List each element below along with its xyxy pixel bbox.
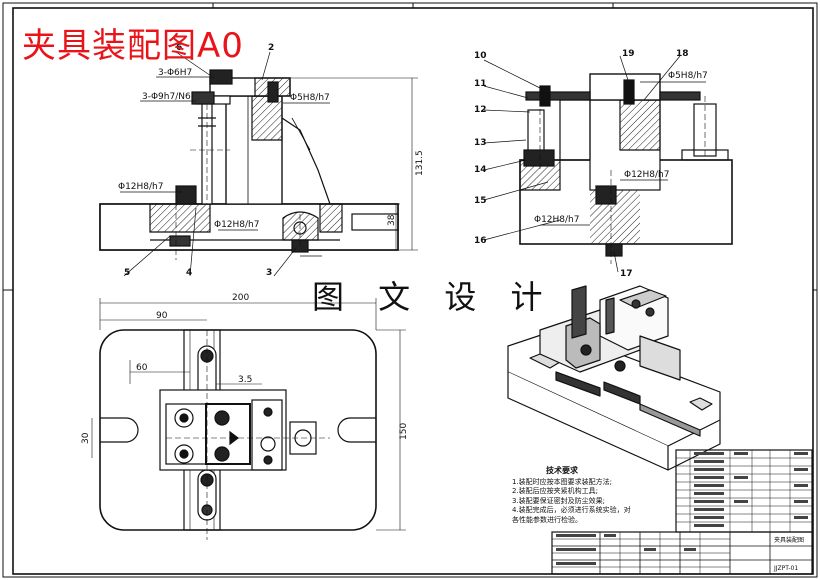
dimension-labels: 131.5 38 200 90 60 3.5 30 150 bbox=[81, 150, 425, 444]
technical-note-line: 1.装配时应按本图要求装配方法; bbox=[512, 477, 613, 486]
balloon-11: 11 bbox=[474, 79, 487, 89]
balloon-3: 3 bbox=[266, 268, 272, 278]
dim-width-90: 90 bbox=[156, 311, 168, 321]
balloon-13: 13 bbox=[474, 138, 487, 148]
isometric-view bbox=[507, 285, 721, 471]
technical-note-line: 4.装配完成后，必须进行系统实验，对 bbox=[512, 506, 631, 515]
dim-depth-30: 30 bbox=[81, 432, 91, 444]
front-view bbox=[99, 69, 418, 260]
balloon-5: 5 bbox=[124, 268, 130, 278]
balloon-18: 18 bbox=[676, 49, 689, 59]
balloon-15: 15 bbox=[474, 196, 487, 206]
balloon-12: 12 bbox=[474, 105, 487, 115]
balloon-16: 16 bbox=[474, 236, 487, 246]
dim-height-total: 131.5 bbox=[415, 150, 425, 176]
studio-watermark-text: 图 文 设 计 bbox=[312, 278, 555, 316]
dim-width-35: 3.5 bbox=[238, 375, 252, 385]
dim-width-60: 60 bbox=[136, 363, 148, 373]
dim-height-base: 38 bbox=[387, 214, 397, 226]
balloon-6: 6 bbox=[176, 43, 182, 53]
fit-label-12-c: Φ12H8/h7 bbox=[624, 170, 670, 180]
balloon-2: 2 bbox=[268, 43, 274, 53]
balloon-19: 19 bbox=[622, 49, 635, 59]
balloon-14: 14 bbox=[474, 165, 487, 175]
technical-note-line: 3.装配要保证密封及防尘效果; bbox=[512, 496, 606, 505]
side-view bbox=[519, 73, 733, 264]
part-balloons: 2 3 4 5 6 10 11 12 13 14 15 16 17 18 19 bbox=[124, 43, 689, 279]
title-block bbox=[551, 449, 813, 575]
fit-label-12-b: Φ12H8/h7 bbox=[214, 220, 260, 230]
drawing-name: 夹具装配图 bbox=[774, 536, 804, 544]
fit-label-12-a: Φ12H8/h7 bbox=[118, 182, 164, 192]
technical-notes-title: 技术要求 bbox=[546, 466, 578, 475]
fit-label-5-right: Φ5H8/h7 bbox=[668, 71, 708, 81]
technical-notes: 技术要求 1.装配时应按本图要求装配方法; 2.装配后应按夹紧机构工具; 3.装… bbox=[512, 466, 672, 526]
technical-note-line: 各性能参数进行检验。 bbox=[512, 515, 582, 524]
fit-label-holes-9: 3-Φ9h7/N6 bbox=[142, 92, 191, 102]
drawing-code: JJZPT-01 bbox=[773, 565, 798, 572]
fit-labels: 3-Φ6H7 3-Φ9h7/N6 Φ5H8/h7 Φ12H8/h7 Φ12H8/… bbox=[118, 68, 708, 230]
balloon-17: 17 bbox=[620, 269, 633, 279]
dim-depth-150: 150 bbox=[399, 423, 409, 440]
side-view-leaders bbox=[483, 55, 706, 273]
title-block-text: 夹具装配图 JJZPT-01 bbox=[773, 536, 804, 572]
balloon-4: 4 bbox=[186, 268, 192, 278]
fit-label-12-d: Φ12H8/h7 bbox=[534, 215, 580, 225]
fit-label-5-left: Φ5H8/h7 bbox=[290, 93, 330, 103]
front-view-leaders bbox=[120, 51, 330, 277]
dim-width-200: 200 bbox=[232, 293, 249, 303]
balloon-10: 10 bbox=[474, 51, 487, 61]
drawing-title-overlay: 夹具装配图A0 bbox=[22, 26, 244, 66]
technical-note-line: 2.装配后应按夹紧机构工具; bbox=[512, 487, 599, 496]
fit-label-holes-6: 3-Φ6H7 bbox=[158, 68, 192, 78]
top-view bbox=[91, 298, 406, 540]
